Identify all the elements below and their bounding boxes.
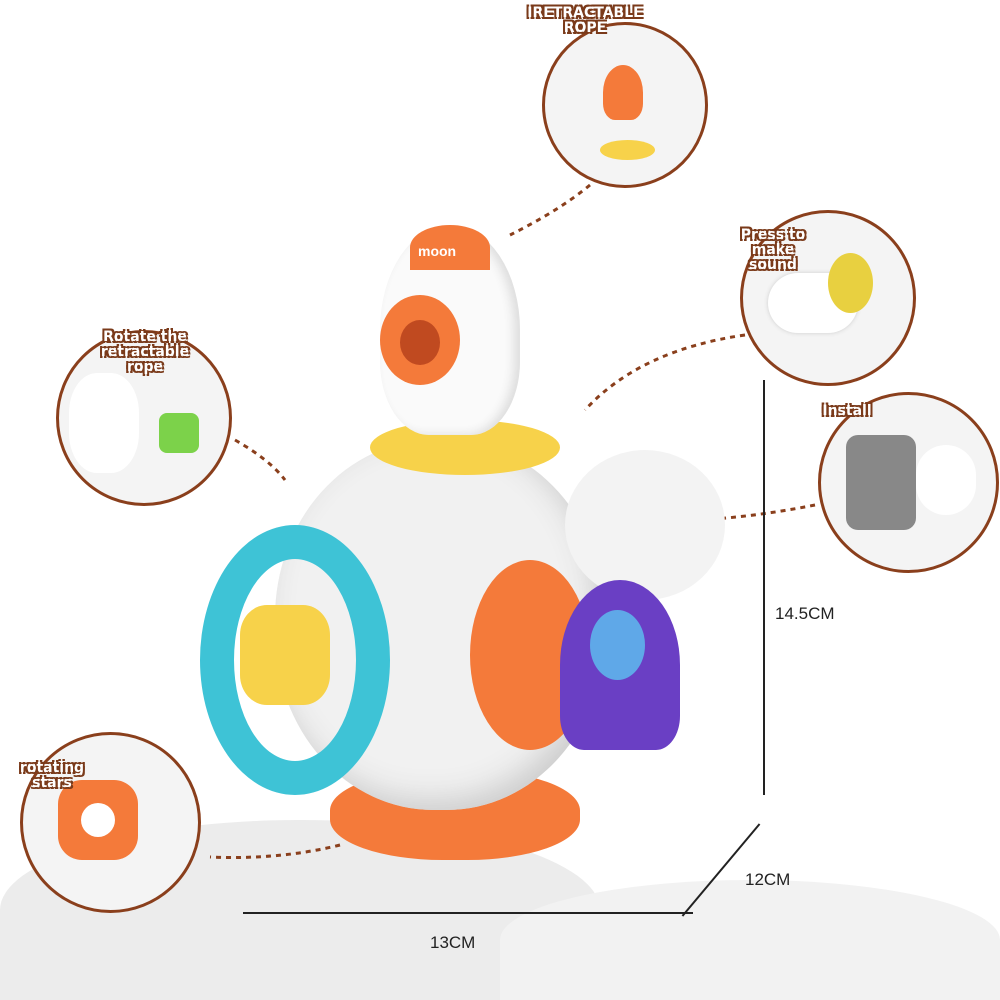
height-line <box>763 380 765 795</box>
label-press-sound: Press to make sound <box>740 227 806 273</box>
callout-press-sound <box>740 210 916 386</box>
green-block-detail <box>159 413 199 453</box>
callout-install <box>818 392 999 573</box>
rocket-window <box>400 320 440 365</box>
label-rotate-rope: Rotate the retractable rope <box>100 329 190 375</box>
rope-housing-detail <box>69 373 139 473</box>
rocket: moon <box>380 225 520 435</box>
height-label: 14.5CM <box>775 604 835 623</box>
cloud-part-detail <box>916 445 976 515</box>
callout-rotating-stars <box>20 732 201 913</box>
rocket-label: moon <box>418 243 457 259</box>
arrow-rope <box>509 183 591 237</box>
star-face-detail <box>81 803 115 837</box>
label-install: Install <box>822 403 872 419</box>
arrow-rotate <box>234 438 287 481</box>
callout-rotate-rope <box>56 330 232 506</box>
bear-face <box>240 605 330 705</box>
label-rotating-stars: rotating stars <box>19 760 85 791</box>
arrow-stars <box>209 843 341 859</box>
label-retractable-rope: IRETRACTABLE ROPE <box>527 5 643 36</box>
rocket-nose <box>410 225 490 270</box>
cloud <box>565 450 725 600</box>
depth-label: 12CM <box>745 870 791 889</box>
width-label: 13CM <box>430 933 476 952</box>
callout-retractable-rope <box>542 22 708 188</box>
arrow-sound <box>583 333 746 412</box>
purple-rocket-window <box>590 610 645 680</box>
mount-plate-detail <box>846 435 916 530</box>
rope-rocket-detail <box>603 65 643 120</box>
purple-rocket <box>560 580 680 750</box>
rope-disc-detail <box>600 140 655 160</box>
background-hill <box>500 880 1000 1000</box>
width-line <box>243 912 693 914</box>
sound-button-detail <box>828 253 873 313</box>
